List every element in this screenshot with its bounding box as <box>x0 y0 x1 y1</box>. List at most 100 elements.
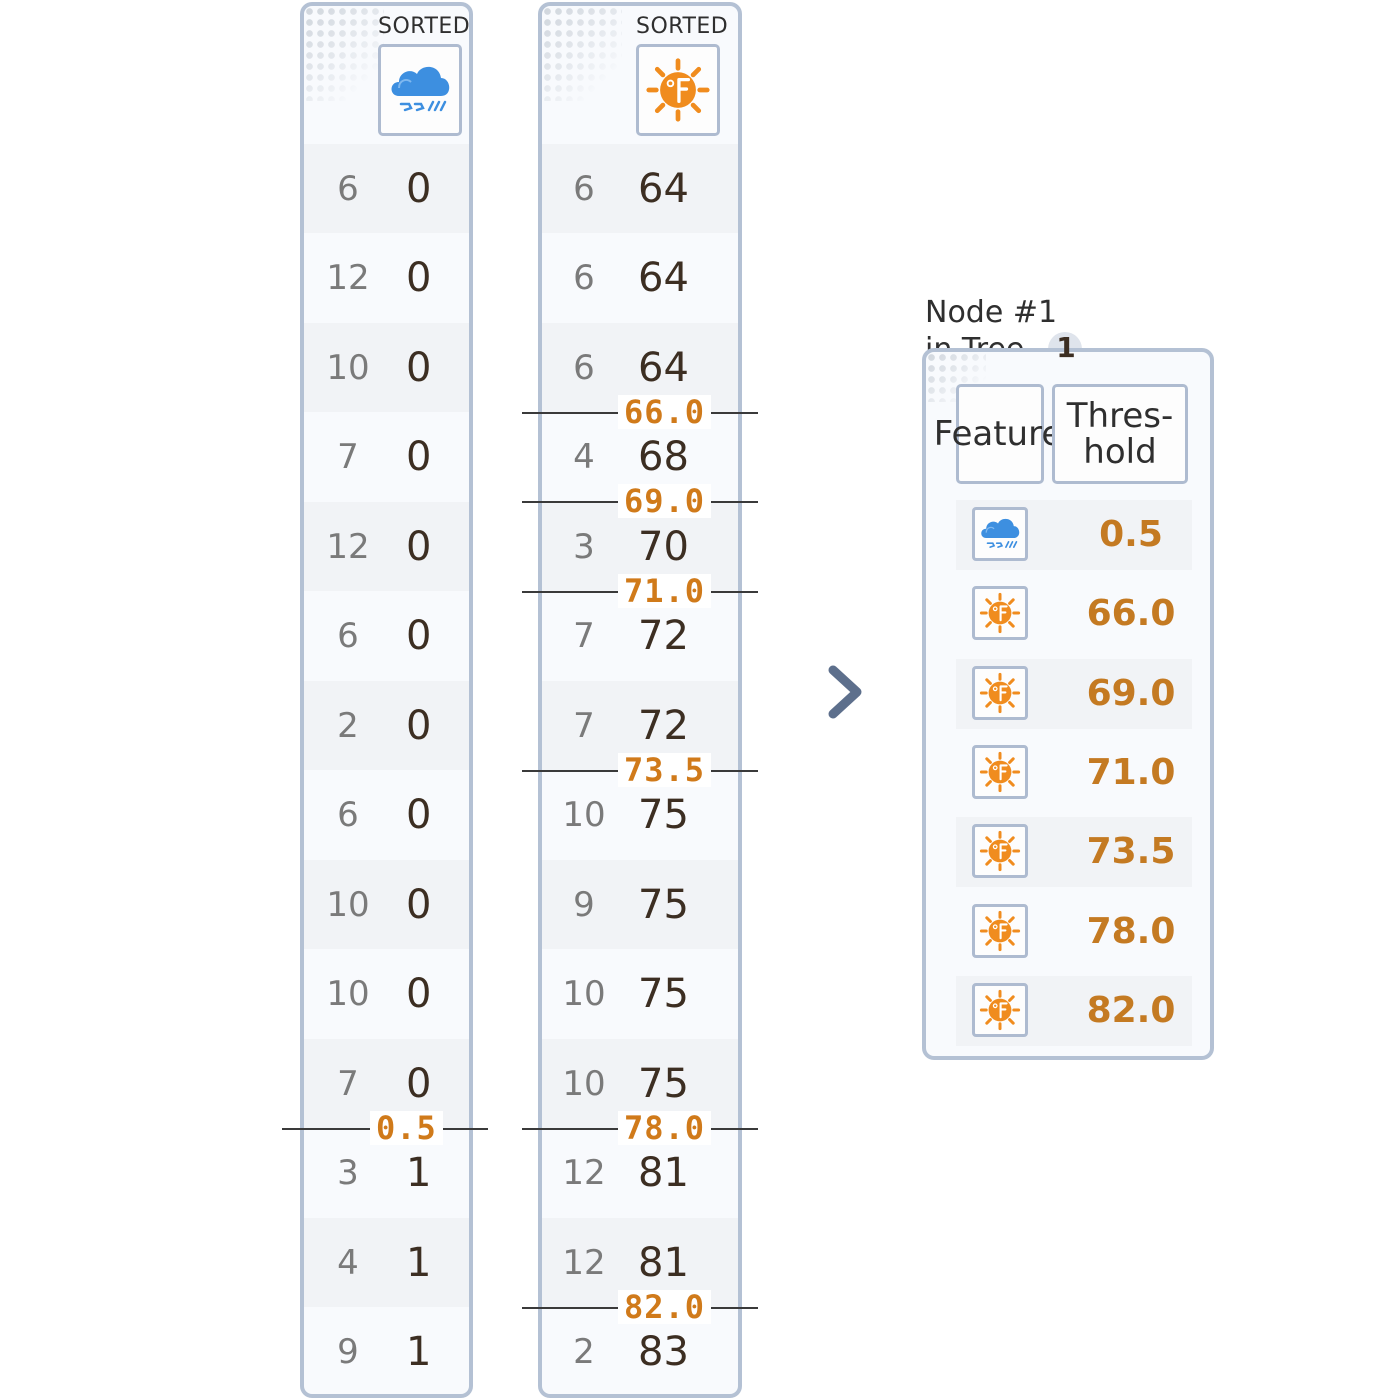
table-row: 6 64 <box>542 234 738 323</box>
threshold-row: 73.5 <box>956 817 1192 888</box>
feature-icon-box <box>972 507 1028 561</box>
feature-icon-box <box>972 982 1028 1037</box>
feature-header: Feature <box>934 384 1062 484</box>
row-index: 6 <box>337 168 359 209</box>
threshold-row: 71.0 <box>956 738 1192 808</box>
row-value: 75 <box>638 881 689 928</box>
row-index: 4 <box>337 1242 359 1283</box>
feature-icon-box <box>972 903 1028 958</box>
threshold-value: 78.0 <box>1086 910 1176 952</box>
threshold-row: 0.5 <box>956 500 1192 570</box>
threshold-value: 66.0 <box>1086 593 1176 635</box>
row-value: 1 <box>406 1239 432 1286</box>
split-threshold-label: 69.0 <box>618 484 712 518</box>
threshold-header-line2: hold <box>1083 432 1157 472</box>
sun-fahrenheit-icon <box>979 751 1021 793</box>
table-row: 10 75 <box>542 950 738 1039</box>
row-value: 1 <box>406 1150 432 1196</box>
split-threshold-label: 73.5 <box>618 752 712 787</box>
row-value: 75 <box>638 971 689 1017</box>
feature-icon-box <box>972 824 1028 879</box>
threshold-value: 82.0 <box>1086 989 1176 1031</box>
row-index: 3 <box>337 1153 359 1193</box>
sorted-label: SORTED <box>636 14 729 39</box>
row-value: 70 <box>638 523 689 570</box>
table-row: 6 64 <box>542 144 738 233</box>
table-row: 10 0 <box>304 950 469 1039</box>
table-row: 7 72 <box>542 592 738 681</box>
temp-feature-header <box>636 44 720 136</box>
row-index: 12 <box>562 1153 606 1193</box>
sun-fahrenheit-icon <box>979 989 1021 1031</box>
row-value: 72 <box>638 613 689 659</box>
split-threshold-label: 0.5 <box>370 1110 443 1145</box>
row-index: 6 <box>337 616 359 656</box>
row-value: 0 <box>406 613 432 659</box>
row-value: 0 <box>406 523 432 570</box>
sun-fahrenheit-icon <box>979 672 1021 714</box>
row-value: 64 <box>638 255 689 301</box>
threshold-row: 78.0 <box>956 897 1192 967</box>
row-value: 0 <box>406 255 432 301</box>
dot-pattern <box>304 6 384 101</box>
threshold-header: Thres- hold <box>1052 384 1188 484</box>
row-value: 64 <box>638 344 689 391</box>
row-value: 0 <box>406 971 432 1017</box>
row-index: 12 <box>562 1242 606 1283</box>
threshold-value: 73.5 <box>1086 831 1176 873</box>
table-row: 10 0 <box>304 860 469 949</box>
feature-icon-box <box>972 744 1028 799</box>
row-value: 0 <box>406 344 432 391</box>
row-index: 10 <box>326 347 370 388</box>
sun-fahrenheit-icon <box>979 830 1021 872</box>
sorted-label: SORTED <box>378 14 471 39</box>
threshold-value: 0.5 <box>1099 514 1163 555</box>
tree-number-badge: 1 <box>1046 326 1086 370</box>
row-value: 83 <box>638 1329 689 1375</box>
row-index: 10 <box>562 974 606 1014</box>
threshold-value: 69.0 <box>1086 672 1176 714</box>
row-value: 0 <box>406 165 432 212</box>
row-index: 6 <box>573 258 595 298</box>
row-value: 81 <box>638 1239 689 1286</box>
rain-cloud-icon <box>977 514 1023 554</box>
split-threshold-label: 71.0 <box>618 573 712 608</box>
row-value: 0 <box>406 1060 432 1107</box>
node-panel: Feature Thres- hold 0.5 66.0 69.0 71.0 73.5 7… <box>922 348 1214 1060</box>
rain-feature-header <box>378 44 462 136</box>
row-value: 81 <box>638 1150 689 1196</box>
row-index: 10 <box>562 795 606 835</box>
split-threshold-label: 82.0 <box>618 1289 712 1324</box>
row-index: 7 <box>573 616 595 656</box>
threshold-value: 71.0 <box>1086 751 1176 793</box>
row-index: 9 <box>337 1332 359 1372</box>
row-index: 10 <box>326 884 370 925</box>
row-index: 6 <box>573 347 595 388</box>
row-index: 10 <box>326 974 370 1014</box>
row-index: 10 <box>562 1063 606 1104</box>
chevron-right-icon <box>828 665 862 719</box>
row-value: 0 <box>406 434 432 480</box>
sun-fahrenheit-icon <box>979 592 1021 634</box>
row-value: 64 <box>638 165 689 212</box>
row-value: 0 <box>406 881 432 928</box>
row-index: 7 <box>337 437 359 477</box>
row-value: 1 <box>406 1329 432 1375</box>
split-threshold-label: 66.0 <box>618 394 712 429</box>
node-title-line1: Node #1 <box>925 295 1058 330</box>
table-row: 12 81 <box>542 1129 738 1218</box>
row-index: 12 <box>326 258 370 298</box>
row-index: 6 <box>573 168 595 209</box>
